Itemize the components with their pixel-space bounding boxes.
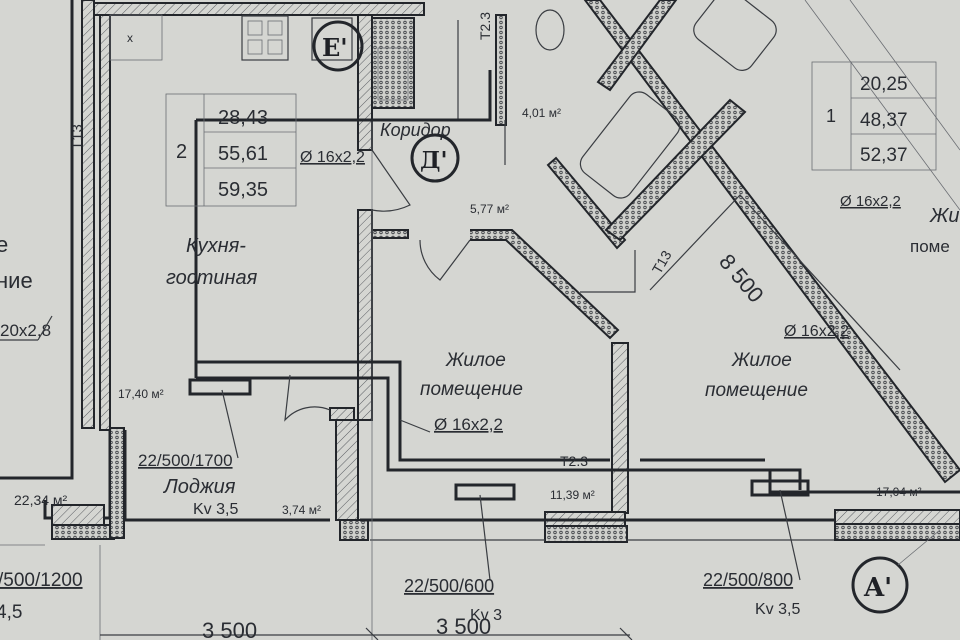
- heating-pipes: [188, 70, 960, 581]
- kitchen-pipe-label: Ø 16x2,2: [300, 149, 365, 166]
- stove-icon: [241, 15, 289, 61]
- living-area: 20,25: [860, 74, 908, 95]
- bathroom-walls: [457, 0, 960, 484]
- loggia-window-code: 22/500/1700: [138, 451, 233, 470]
- riser-label: T13: [69, 124, 86, 150]
- loggia-area: 3,74 м²: [282, 503, 321, 517]
- left-apartment: е ние 20x2,8 T13 22,34 м² /500/1200 4,5: [0, 0, 125, 640]
- marker-e-prime: Е': [322, 33, 348, 62]
- bedroom-pipe-label: Ø 16x2,2: [434, 415, 503, 434]
- kitchen-name: Кухня-: [186, 235, 246, 257]
- bedroom-name: помещение: [705, 380, 808, 401]
- apartment-number: 1: [826, 106, 836, 126]
- room-fragment: Жи: [929, 205, 959, 227]
- window-kv: Kv 3,5: [755, 601, 800, 618]
- bathtub-icon: [693, 0, 777, 71]
- bedroom-name: Жилое: [445, 350, 506, 371]
- corridor-area: 5,77 м²: [470, 202, 509, 216]
- room-fragment: поме: [910, 237, 950, 256]
- pipe-label: 20x2,8: [0, 321, 51, 340]
- doors: [284, 149, 471, 422]
- total-area: 48,37: [860, 110, 908, 131]
- apartment-2-summary: 2 28,43 55,61 59,35 Ø 16x2,2: [165, 93, 365, 207]
- riser-label: T2.3: [560, 453, 588, 469]
- loggia-name: Лоджия: [162, 476, 236, 498]
- dimension-middle: 3 500: [436, 614, 491, 639]
- kitchen-mark: x: [127, 31, 133, 45]
- dimension-left: 3 500: [202, 618, 257, 640]
- living-area: 28,43: [218, 107, 268, 129]
- bathtub-icon: [579, 91, 681, 199]
- total-area: 55,61: [218, 143, 268, 165]
- total-area-with-loggia: 59,35: [218, 179, 268, 201]
- window-code: /500/1200: [0, 570, 83, 591]
- bedroom-name: Жилое: [731, 350, 792, 371]
- toilet-icon: [535, 9, 565, 51]
- room-labels: Кухня- гостиная 17,40 м² Коридор 5,77 м²…: [118, 106, 922, 518]
- window-kv: Kv 3: [470, 607, 502, 624]
- marker-a-prime: A': [863, 573, 892, 603]
- area-label: 22,34 м²: [14, 492, 68, 508]
- pipe-label: Ø 16x2,2: [840, 193, 901, 210]
- window-code: 22/500/600: [404, 576, 494, 596]
- bathroom-area: 4,01 м²: [522, 106, 561, 120]
- marker-d-prime: Д': [420, 147, 448, 174]
- kitchen-area: 17,40 м²: [118, 387, 164, 401]
- bedroom-name: помещение: [420, 379, 523, 400]
- bedroom-area: 11,39 м²: [550, 488, 595, 502]
- bedroom-area: 17,04 м²: [876, 485, 922, 499]
- kitchen-name: гостиная: [166, 267, 258, 289]
- loggia-kv: Kv 3,5: [193, 501, 238, 518]
- sink-icon: [311, 17, 353, 61]
- window-code: 22/500/800: [703, 570, 793, 590]
- apartment-2-walls: [93, 2, 960, 640]
- apartment-1-summary: 1 20,25 48,37 52,37 Ø 16x2,2 Жи поме: [811, 61, 959, 256]
- kitchen-fixtures: x: [109, 14, 415, 109]
- apartment-number: 2: [176, 141, 187, 163]
- room-fragment: ние: [0, 268, 33, 293]
- riser-label: T2.3: [477, 12, 493, 40]
- window-labels: 22/500/600 Kv 3 22/500/800 Kv 3,5: [404, 570, 800, 624]
- total-area-with-loggia: 52,37: [860, 145, 908, 166]
- room-fragment: е: [0, 232, 8, 257]
- bedroom-pipe-label: Ø 16x2,2: [784, 323, 849, 340]
- kv-label: 4,5: [0, 602, 22, 623]
